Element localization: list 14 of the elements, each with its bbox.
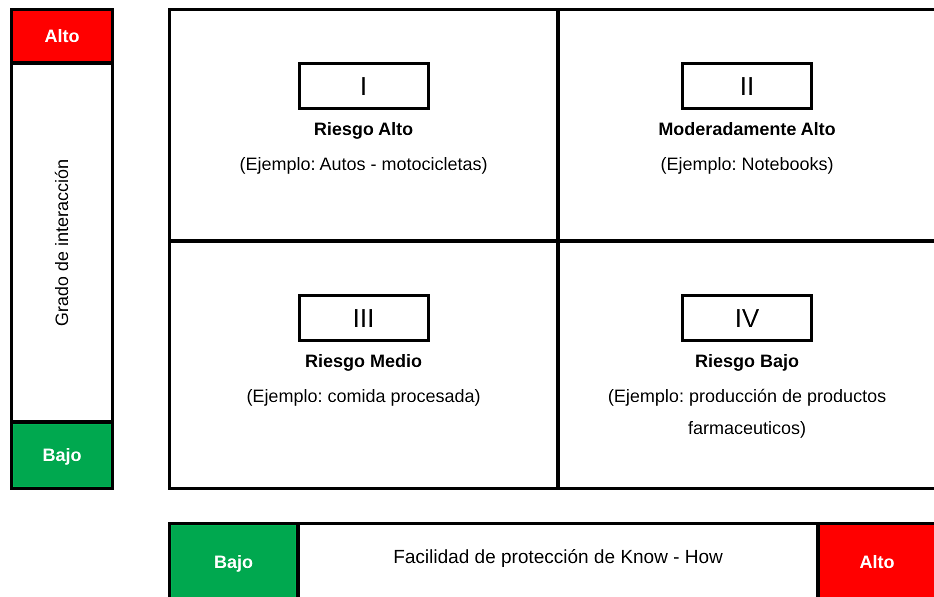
axis-label-cell: Facilidad de protección de Know - How <box>297 522 819 597</box>
axis-label-cell: Grado de interacción <box>10 62 114 423</box>
numeral-box: I <box>298 62 430 110</box>
numeral-box: III <box>298 294 430 342</box>
low-level-cell: Bajo <box>168 522 299 597</box>
numeral-box: IV <box>681 294 813 342</box>
quadrant-cell: IV Riesgo Bajo (Ejemplo: producción de productos farmaceuticos) <box>557 240 934 490</box>
high-level-cell: Alto <box>10 8 114 64</box>
low-level-cell: Bajo <box>10 421 114 490</box>
numeral-box: II <box>681 62 813 110</box>
quadrant-cell: III Riesgo Medio (Ejemplo: comida procesada) <box>168 240 559 490</box>
quadrant-cell: II Moderadamente Alto (Ejemplo: Notebooks) <box>557 8 934 242</box>
high-level-cell: Alto <box>817 522 934 597</box>
quadrant-cell: I Riesgo Alto (Ejemplo: Autos - motocicletas) <box>168 8 559 242</box>
